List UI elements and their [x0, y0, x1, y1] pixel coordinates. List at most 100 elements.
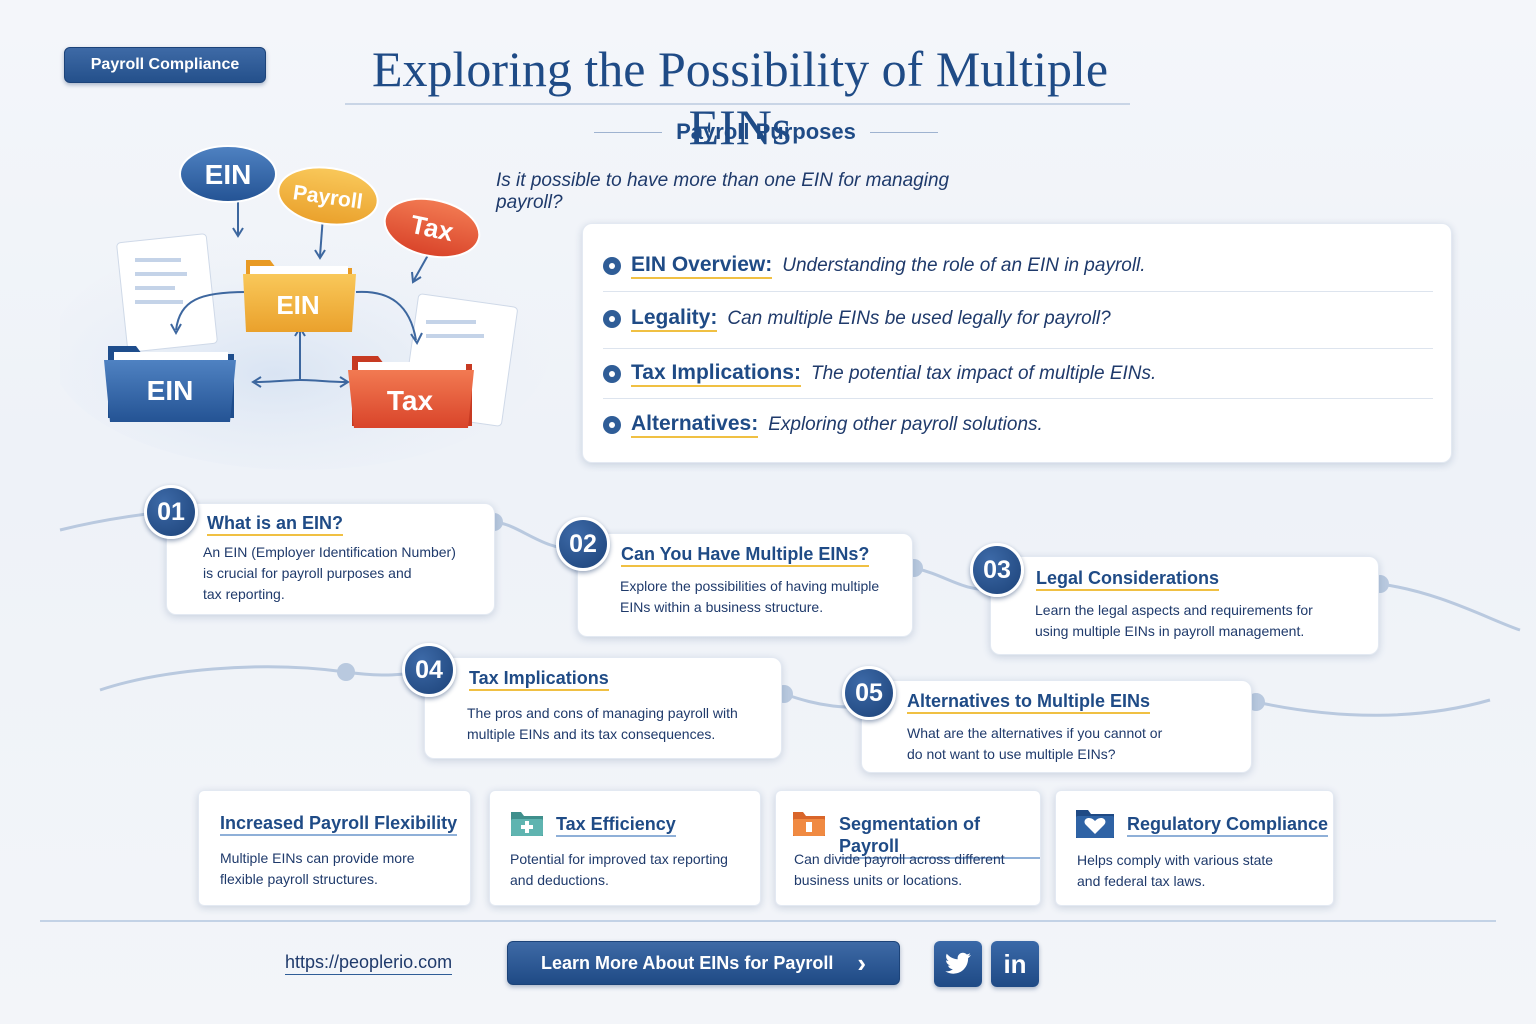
step-text: An EIN (Employer Identification Number) … — [203, 542, 456, 605]
step-number-04: 04 — [402, 643, 456, 697]
bullet-icon — [603, 310, 621, 328]
svg-text:EIN: EIN — [205, 159, 252, 190]
learn-more-label: Learn More About EINs for Payroll — [540, 952, 834, 973]
step-title: Legal Considerations — [1036, 567, 1220, 591]
tax-bubble: Tax — [383, 197, 481, 259]
overview-item-ein-overview[interactable]: EIN Overview: Understanding the role of … — [603, 241, 1433, 291]
step-text-line: An EIN (Employer Identification Number) — [203, 544, 456, 560]
ein-bubble: EIN — [179, 145, 277, 203]
benefit-text-line: Multiple EINs can provide more — [220, 850, 415, 866]
step-card-01[interactable]: What is an EIN? An EIN (Employer Identif… — [166, 503, 495, 615]
step-number-05: 05 — [842, 666, 896, 720]
step-title: Can You Have Multiple EINs? — [621, 543, 870, 567]
benefit-title: Regulatory Compliance — [1127, 813, 1329, 837]
benefit-text-line: Can divide payroll across different — [794, 851, 1005, 867]
benefit-text: Potential for improved tax reporting and… — [510, 849, 728, 891]
step-title: What is an EIN? — [207, 512, 344, 536]
row-divider — [603, 398, 1433, 399]
bullet-icon — [603, 257, 621, 275]
step-text: Learn the legal aspects and requirements… — [1035, 600, 1313, 642]
folder-label-left: EIN — [147, 375, 194, 406]
overview-desc: Exploring other payroll solutions. — [768, 414, 1043, 435]
linkedin-icon: in — [1003, 948, 1027, 979]
heart-folder-icon — [1076, 810, 1114, 838]
benefit-text: Can divide payroll across different busi… — [794, 849, 1005, 891]
medical-folder-icon — [511, 812, 543, 836]
row-divider — [603, 348, 1433, 349]
step-number-01: 01 — [144, 485, 198, 539]
step-text-line: Learn the legal aspects and requirements… — [1035, 602, 1313, 618]
right-tax-folder-icon: Tax — [348, 356, 474, 428]
overview-desc: The potential tax impact of multiple EIN… — [810, 363, 1157, 384]
row-divider — [603, 291, 1433, 292]
step-text-line: multiple EINs and its tax consequences. — [467, 726, 716, 742]
folder-label-center: EIN — [276, 290, 319, 320]
overview-item-tax-implications[interactable]: Tax Implications: The potential tax impa… — [603, 349, 1433, 399]
title-underline — [345, 103, 1130, 105]
benefit-title: Increased Payroll Flexibility — [220, 812, 458, 836]
step-text-line: The pros and cons of managing payroll wi… — [467, 705, 738, 721]
ein-folders-illustration: EIN EIN Tax EIN Payroll Tax — [60, 145, 550, 470]
website-link[interactable]: https://peoplerio.com — [285, 950, 453, 975]
intro-question: Is it possible to have more than one EIN… — [496, 170, 950, 213]
benefit-text-line: and federal tax laws. — [1077, 873, 1206, 889]
benefit-card-flexibility[interactable]: Increased Payroll Flexibility Multiple E… — [198, 790, 471, 906]
benefit-title: Tax Efficiency — [556, 813, 676, 837]
bullet-icon — [603, 416, 621, 434]
linkedin-button[interactable]: in — [991, 941, 1039, 987]
overview-key: Legality: — [631, 306, 718, 332]
twitter-button[interactable] — [934, 941, 982, 987]
step-text: Explore the possibilities of having mult… — [620, 576, 879, 618]
step-card-03[interactable]: Legal Considerations Learn the legal asp… — [990, 556, 1379, 655]
step-text-line: do not want to use multiple EINs? — [907, 746, 1116, 762]
benefit-text-line: business units or locations. — [794, 872, 963, 888]
footer-divider — [40, 920, 1496, 922]
overview-item-alternatives[interactable]: Alternatives: Exploring other payroll so… — [603, 400, 1433, 450]
subtitle-divider-right — [869, 131, 938, 133]
step-text-line: Explore the possibilities of having mult… — [620, 578, 880, 594]
benefit-text-line: flexible payroll structures. — [220, 871, 378, 887]
step-text: The pros and cons of managing payroll wi… — [467, 703, 738, 745]
overview-panel: EIN Overview: Understanding the role of … — [582, 223, 1452, 463]
step-title: Tax Implications — [469, 667, 609, 691]
subtitle-group: Payroll Purposes — [566, 117, 966, 147]
benefit-title: Segmentation of Payroll — [839, 813, 1040, 859]
step-title: Alternatives to Multiple EINs — [907, 690, 1151, 714]
step-text-line: using multiple EINs in payroll managemen… — [1035, 623, 1305, 639]
step-text-line: is crucial for payroll purposes and — [203, 565, 412, 581]
folder-label-right: Tax — [387, 385, 434, 416]
step-number-02: 02 — [556, 517, 610, 571]
overview-key: Tax Implications: — [631, 361, 801, 387]
benefit-text-line: Potential for improved tax reporting — [510, 851, 728, 867]
step-card-05[interactable]: Alternatives to Multiple EINs What are t… — [861, 680, 1252, 773]
page-subtitle: Payroll Purposes — [676, 119, 856, 144]
step-card-04[interactable]: Tax Implications The pros and cons of ma… — [424, 657, 782, 759]
overview-key: EIN Overview: — [631, 253, 773, 279]
overview-item-legality[interactable]: Legality: Can multiple EINs be used lega… — [603, 294, 1433, 344]
step-text-line: What are the alternatives if you cannot … — [907, 725, 1163, 741]
benefit-card-regulatory[interactable]: Regulatory Compliance Helps comply with … — [1055, 790, 1334, 906]
step-number-03: 03 — [970, 543, 1024, 597]
learn-more-button[interactable]: Learn More About EINs for Payroll › — [507, 941, 900, 985]
twitter-icon — [945, 952, 971, 974]
benefit-text-line: Helps comply with various state — [1077, 852, 1274, 868]
payroll-bubble: Payroll — [277, 166, 379, 226]
folder-icon — [793, 812, 825, 836]
step-text-line: EINs within a business structure. — [620, 599, 824, 615]
page-title: Exploring the Possibility of Multiple EI… — [371, 41, 1109, 155]
benefit-text: Multiple EINs can provide more flexible … — [220, 848, 415, 890]
connector-arrows — [170, 200, 433, 388]
overview-key: Alternatives: — [631, 412, 759, 438]
overview-desc: Can multiple EINs be used legally for pa… — [727, 308, 1111, 329]
benefit-card-tax-efficiency[interactable]: Tax Efficiency Potential for improved ta… — [489, 790, 761, 906]
left-ein-folder-icon: EIN — [104, 346, 236, 422]
benefit-text-line: and deductions. — [510, 872, 609, 888]
step-text-line: tax reporting. — [203, 586, 285, 602]
step-card-02[interactable]: Can You Have Multiple EINs? Explore the … — [577, 533, 913, 637]
bullet-icon — [603, 365, 621, 383]
step-text: What are the alternatives if you cannot … — [907, 723, 1162, 765]
center-ein-folder-icon: EIN — [243, 260, 356, 332]
subtitle-divider-left — [594, 131, 663, 133]
benefit-card-segmentation[interactable]: Segmentation of Payroll Can divide payro… — [775, 790, 1041, 906]
payroll-compliance-tag[interactable]: Payroll Compliance — [64, 47, 266, 83]
